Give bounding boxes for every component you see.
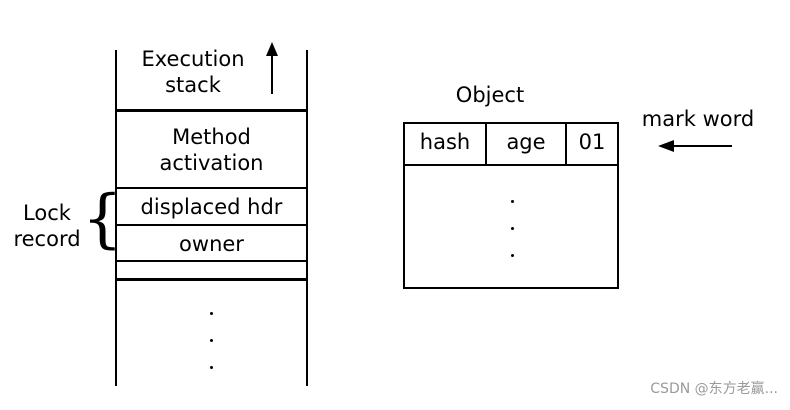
- stack-divider-owner: [115, 260, 308, 262]
- arrow-left-icon: [658, 140, 732, 152]
- age-cell: age: [487, 124, 567, 164]
- mark-word-label: mark word: [641, 107, 755, 131]
- owner-cell: owner: [179, 232, 244, 256]
- watermark-text: CSDN @东方老赢...: [650, 381, 778, 397]
- stack-right-border: [306, 50, 308, 386]
- lock-bits-cell: 01: [578, 130, 606, 154]
- object-ellipsis-dot: [511, 254, 514, 257]
- stack-ellipsis-dot: [210, 339, 213, 342]
- arrow-up-icon: [266, 42, 278, 94]
- method-activation-cell: Method activation: [159, 125, 264, 175]
- lock-record-label: Lock record: [13, 201, 81, 251]
- stack-divider-top: [115, 109, 308, 112]
- stack-ellipsis-dot: [210, 366, 213, 369]
- stack-divider-method: [115, 187, 308, 189]
- object-ellipsis-dot: [511, 200, 514, 203]
- object-box: hash age 01: [403, 122, 619, 289]
- object-title: Object: [455, 83, 525, 107]
- stack-divider-bottom: [115, 278, 308, 281]
- curly-brace-icon: {: [82, 182, 123, 256]
- stack-ellipsis-dot: [210, 312, 213, 315]
- stack-divider-displaced: [115, 224, 308, 226]
- stack-header-label: Execution stack: [141, 47, 245, 97]
- object-ellipsis-dot: [511, 227, 514, 230]
- stack-left-border: [115, 50, 117, 386]
- mark-word-row: hash age 01: [405, 124, 617, 166]
- hash-cell: hash: [405, 124, 487, 164]
- displaced-hdr-cell: displaced hdr: [140, 195, 283, 219]
